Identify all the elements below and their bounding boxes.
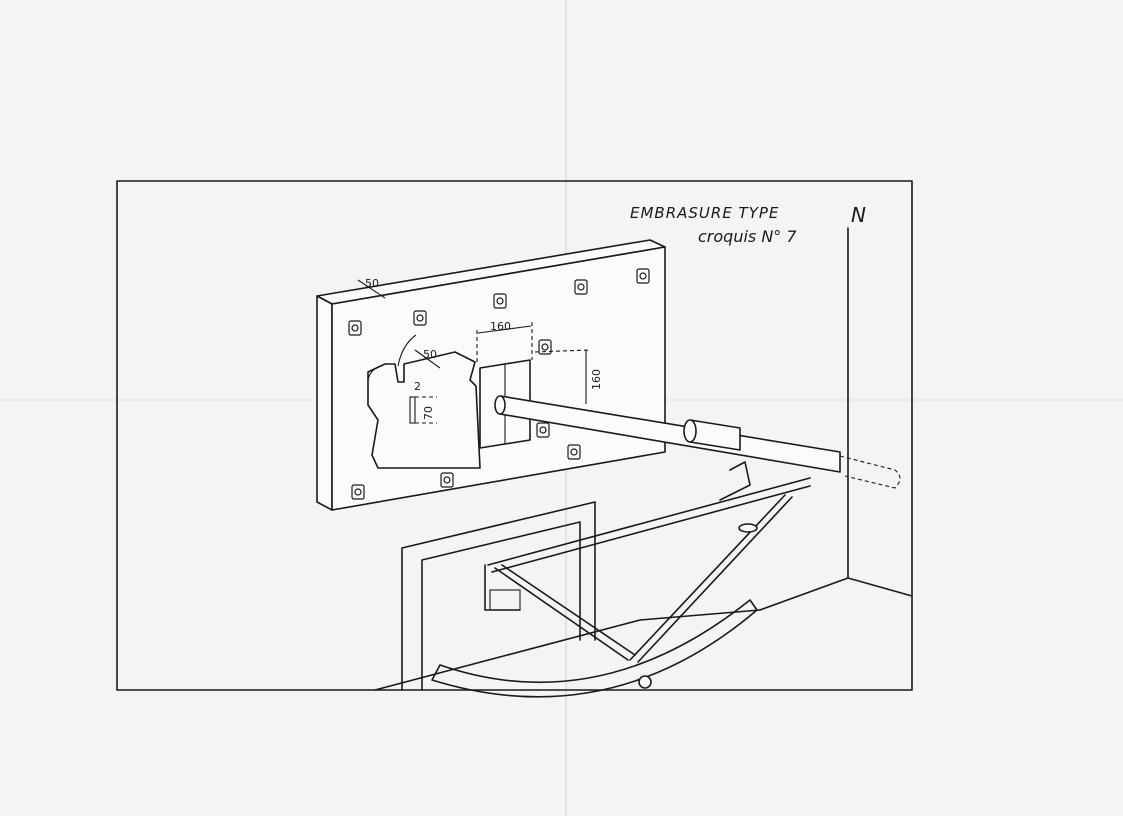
- lower-opening: [374, 501, 761, 691]
- drawing-subtitle: croquis N° 7: [698, 227, 797, 246]
- drawing-border: [116, 180, 913, 691]
- dim-slot-height: 70: [422, 406, 435, 420]
- dim-opening-height: 160: [590, 369, 603, 390]
- drawing-title: EMBRASURE TYPE: [630, 204, 779, 222]
- dim-shutter-thickness: 50: [423, 348, 437, 361]
- shutter: [367, 334, 481, 469]
- dim-plate-thickness: 50: [365, 277, 379, 290]
- rotation-arrow: [397, 334, 417, 367]
- barrel-tube: [494, 395, 901, 489]
- dim-slot-width: 2: [414, 380, 421, 393]
- gun-mount: [431, 461, 811, 698]
- wall-corner: [759, 227, 913, 611]
- sight-slot: [409, 396, 416, 424]
- dimension-lines: [357, 279, 591, 424]
- dim-opening-width: 160: [490, 320, 511, 333]
- north-marker: N: [851, 203, 866, 227]
